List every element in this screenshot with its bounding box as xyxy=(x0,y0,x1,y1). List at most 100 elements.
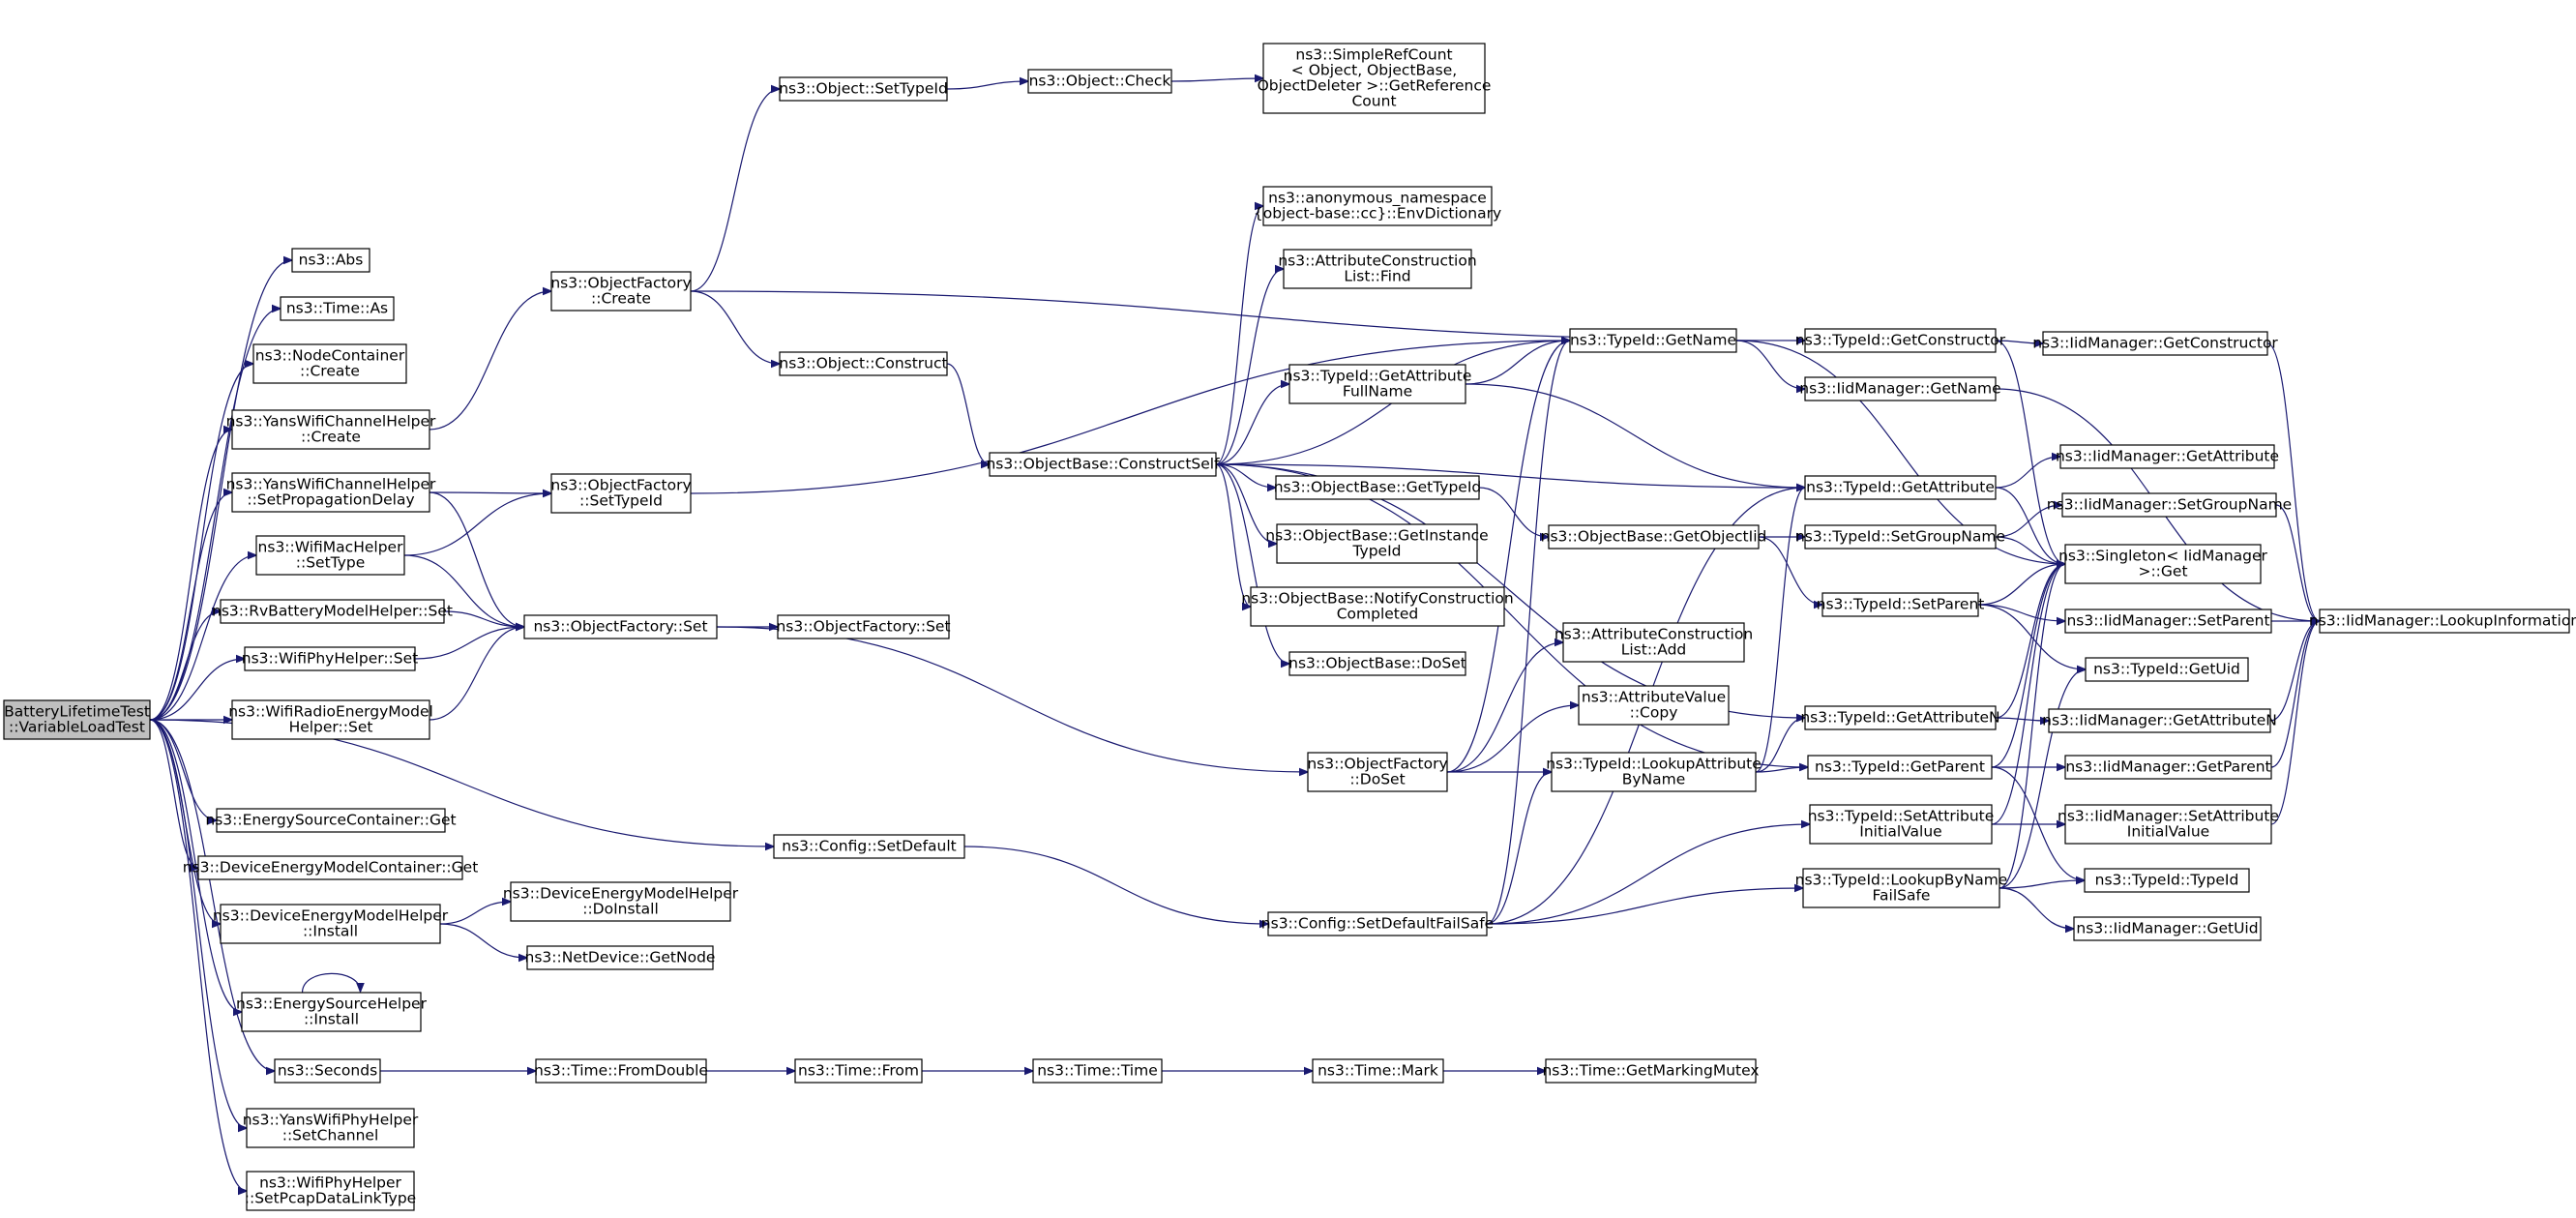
node-tid_getuid[interactable]: ns3::TypeId::GetUid xyxy=(2085,657,2249,682)
edge-tid_lookupattr-to-tid_getattributen xyxy=(1755,718,1805,773)
node-box xyxy=(2064,544,2262,584)
node-iid_setparent[interactable]: ns3::IidManager::SetParent xyxy=(2064,609,2272,634)
node-abs[interactable]: ns3::Abs xyxy=(291,248,370,273)
node-ob_notify[interactable]: ns3::ObjectBase::NotifyConstructionCompl… xyxy=(1241,586,1514,627)
node-singleton_get[interactable]: ns3::Singleton< IidManager >::Get xyxy=(2058,544,2268,584)
node-of_set2[interactable]: ns3::ObjectFactory::Set xyxy=(776,614,951,639)
node-tid_getname[interactable]: ns3::TypeId::GetName xyxy=(1569,328,1737,353)
node-demh_doinstall[interactable]: ns3::DeviceEnergyModelHelper::DoInstall xyxy=(503,881,739,922)
node-wifiphy_set[interactable]: ns3::WifiPhyHelper::Set xyxy=(242,646,418,671)
node-iid_getname[interactable]: ns3::IidManager::GetName xyxy=(1799,376,2001,401)
node-tid_setparent[interactable]: ns3::TypeId::SetParent xyxy=(1817,592,1985,617)
node-iid_getattributen[interactable]: ns3::IidManager::GetAttributeN xyxy=(2042,708,2277,733)
edge-wifimac-to-of_set xyxy=(403,554,524,627)
node-ywch_spd[interactable]: ns3::YansWifiChannelHelper::SetPropagati… xyxy=(226,472,436,513)
node-box xyxy=(231,472,430,513)
node-label: ns3::Time::As xyxy=(286,300,388,317)
node-timeas[interactable]: ns3::Time::As xyxy=(280,296,395,321)
node-time_fromdouble[interactable]: ns3::Time::FromDouble xyxy=(534,1058,708,1084)
node-label: ns3::TypeId::GetUid xyxy=(2093,661,2240,678)
node-time_mark[interactable]: ns3::Time::Mark xyxy=(1312,1058,1444,1084)
node-demcget[interactable]: ns3::DeviceEnergyModelContainer::Get xyxy=(183,855,479,880)
node-of_doset[interactable]: ns3::ObjectFactory::DoSet xyxy=(1307,752,1448,792)
node-nd_getnode[interactable]: ns3::NetDevice::GetNode xyxy=(525,945,716,970)
node-wph_pcap[interactable]: ns3::WifiPhyHelper::SetPcapDataLinkType xyxy=(245,1171,416,1211)
node-of_set[interactable]: ns3::ObjectFactory::Set xyxy=(523,614,718,639)
node-obj_check[interactable]: ns3::Object::Check xyxy=(1027,69,1172,94)
node-root[interactable]: BatteryLifetimeTest::VariableLoadTest xyxy=(3,699,151,740)
node-time_time[interactable]: ns3::Time::Time xyxy=(1032,1058,1163,1084)
node-config_sdfs[interactable]: ns3::Config::SetDefaultFailSafe xyxy=(1261,911,1494,936)
node-nodecont[interactable]: ns3::NodeContainer::Create xyxy=(252,343,407,384)
node-iid_getuid[interactable]: ns3::IidManager::GetUid xyxy=(2073,916,2262,941)
node-label: ObjectDeleter >::GetReference xyxy=(1258,77,1492,95)
node-iid_setgroupname[interactable]: ns3::IidManager::SetGroupName xyxy=(2047,492,2292,518)
node-time_from[interactable]: ns3::Time::From xyxy=(794,1058,923,1084)
edge-config_sdfs-to-tid_setattrinit xyxy=(1486,824,1810,925)
node-tid_getattribute[interactable]: ns3::TypeId::GetAttribute xyxy=(1804,475,1997,500)
node-iid_setattrinit[interactable]: ns3::IidManager::SetAttributeInitialValu… xyxy=(2058,804,2279,845)
edge-tid_setparent-to-iid_setparent xyxy=(1977,604,2065,621)
node-demh_install[interactable]: ns3::DeviceEnergyModelHelper::Install xyxy=(213,904,449,944)
node-iid_getparent[interactable]: ns3::IidManager::GetParent xyxy=(2064,755,2272,780)
node-obj_settypeid[interactable]: ns3::Object::SetTypeId xyxy=(779,76,948,102)
node-config_setdefault[interactable]: ns3::Config::SetDefault xyxy=(773,834,965,859)
node-tid_getattributen[interactable]: ns3::TypeId::GetAttributeN xyxy=(1800,705,2000,730)
node-seconds[interactable]: ns3::Seconds xyxy=(274,1058,381,1084)
edge-of_doset-to-av_copy xyxy=(1446,705,1579,773)
node-box xyxy=(2064,804,2272,845)
node-simplerefcount[interactable]: ns3::SimpleRefCount< Object, ObjectBase,… xyxy=(1258,43,1492,114)
edge-iid_setattrinit-to-iid_lookupinfo xyxy=(2270,621,2320,825)
edge-tid_setparent-to-singleton_get xyxy=(1977,564,2065,606)
node-label: ns3::TypeId::SetParent xyxy=(1817,596,1985,613)
edge-ob_constructself-to-ob_notify xyxy=(1215,463,1251,607)
edge-demh_install-to-demh_doinstall xyxy=(439,902,511,925)
node-tid_typeid[interactable]: ns3::TypeId::TypeId xyxy=(2084,868,2250,893)
node-label: ns3::IidManager::GetParent xyxy=(2065,758,2270,776)
node-tid_getparent[interactable]: ns3::TypeId::GetParent xyxy=(1807,755,1993,780)
edge-tid_setattrinit-to-singleton_get xyxy=(1991,564,2065,825)
edge-root-to-rvbat xyxy=(149,611,221,721)
node-of_create[interactable]: ns3::ObjectFactory::Create xyxy=(550,271,692,312)
node-label: ::DoSet xyxy=(1349,771,1405,788)
node-av_copy[interactable]: ns3::AttributeValue::Copy xyxy=(1578,685,1730,726)
node-esh_install[interactable]: ns3::EnergySourceHelper::Install xyxy=(236,992,428,1032)
node-time_getmm[interactable]: ns3::Time::GetMarkingMutex xyxy=(1542,1058,1760,1084)
node-ywph[interactable]: ns3::YansWifiPhyHelper::SetChannel xyxy=(243,1108,419,1148)
node-rvbat[interactable]: ns3::RvBatteryModelHelper::Set xyxy=(212,599,453,624)
node-label: Count xyxy=(1351,93,1396,110)
node-box xyxy=(2048,708,2271,733)
node-label: ns3::Object::Construct xyxy=(779,355,947,372)
edge-config_sdfs-to-tid_getname xyxy=(1486,341,1570,925)
node-label: ns3::YansWifiChannelHelper xyxy=(226,476,436,493)
node-wifimac[interactable]: ns3::WifiMacHelper::SetType xyxy=(255,535,405,576)
node-box xyxy=(779,76,948,102)
node-iid_lookupinfo[interactable]: ns3::IidManager::LookupInformation xyxy=(2309,609,2576,634)
node-ob_constructself[interactable]: ns3::ObjectBase::ConstructSelf xyxy=(986,452,1220,477)
edge-root-to-seconds xyxy=(149,719,275,1071)
node-ywch_create[interactable]: ns3::YansWifiChannelHelper::Create xyxy=(226,409,436,450)
node-iid_getattribute[interactable]: ns3::IidManager::GetAttribute xyxy=(2056,444,2279,469)
edge-tid_lookupbyname-to-singleton_get xyxy=(1999,564,2065,889)
node-ob_getobjectiid[interactable]: ns3::ObjectBase::GetObjectIid xyxy=(1541,524,1767,550)
node-anon_envdict[interactable]: ns3::anonymous_namespace{object-base::cc… xyxy=(1254,186,1501,226)
node-of_settypeid[interactable]: ns3::ObjectFactory::SetTypeId xyxy=(550,473,692,514)
node-box xyxy=(773,834,965,859)
node-escget[interactable]: ns3::EnergySourceContainer::Get xyxy=(205,808,457,833)
node-obj_construct[interactable]: ns3::Object::Construct xyxy=(779,351,948,376)
node-box xyxy=(1283,249,1472,289)
node-ob_gettypeid[interactable]: ns3::ObjectBase::GetTypeId xyxy=(1274,475,1482,500)
node-iid_getconstructor[interactable]: ns3::IidManager::GetConstructor xyxy=(2032,331,2278,356)
node-tid_setgroupname[interactable]: ns3::TypeId::SetGroupName xyxy=(1795,524,2005,550)
node-tid_getconstructor[interactable]: ns3::TypeId::GetConstructor xyxy=(1795,328,2006,353)
edge-iid_getparent-to-iid_lookupinfo xyxy=(2270,621,2320,768)
node-ob_doset[interactable]: ns3::ObjectBase::DoSet xyxy=(1288,651,1466,676)
